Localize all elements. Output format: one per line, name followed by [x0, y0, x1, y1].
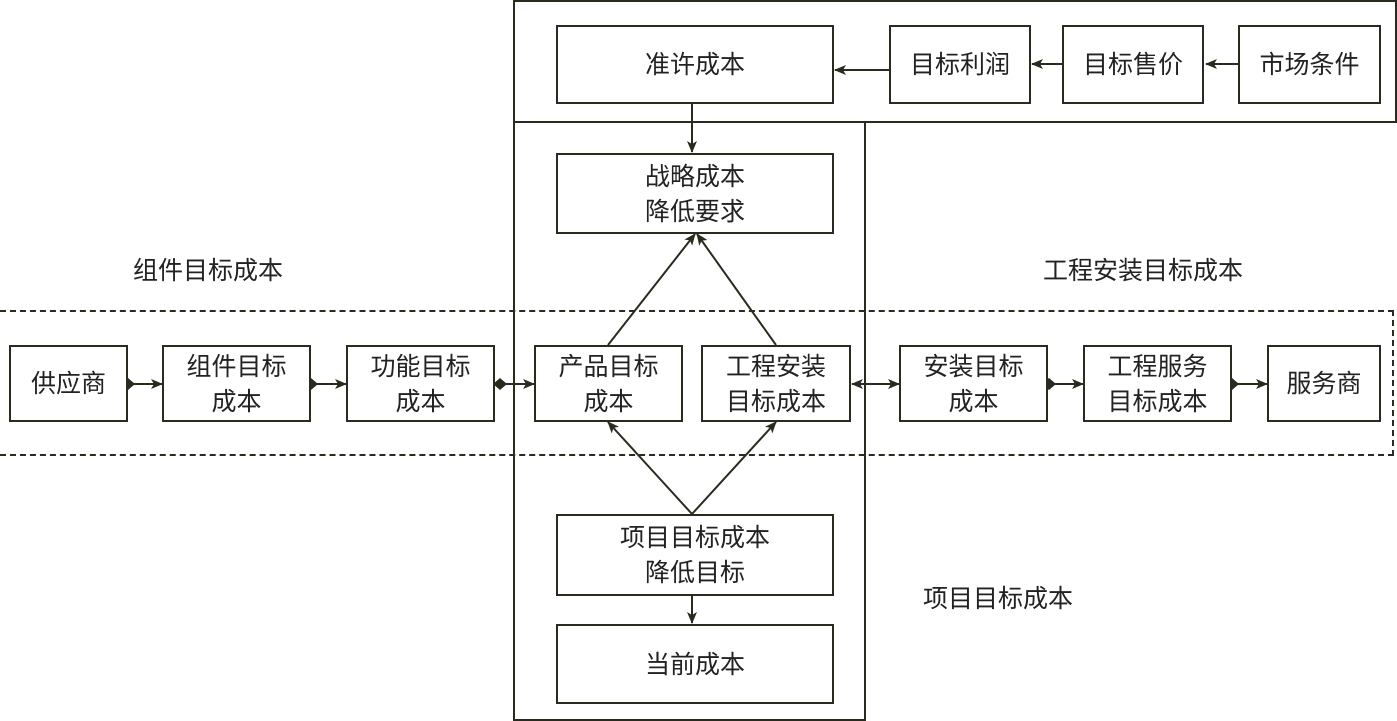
component-target-cost-box: 组件目标 成本 [162, 345, 311, 422]
arrow-project-to-engineering [691, 421, 777, 515]
project-target-cost-box: 项目目标成本 降低目标 [556, 514, 834, 596]
project-region-label: 项目目标成本 [923, 584, 1074, 613]
engineering-install-target-cost-box: 工程安装 目标成本 [701, 345, 851, 422]
strategic-cost-box: 战略成本 降低要求 [556, 153, 834, 234]
allowable-cost-box: 准许成本 [556, 25, 834, 104]
arrow-engineering-to-strategic [696, 233, 777, 346]
service-provider-box: 服务商 [1267, 345, 1381, 422]
supplier-box: 供应商 [9, 345, 128, 422]
component-region-label: 组件目标成本 [133, 256, 284, 285]
market-conditions-box: 市场条件 [1238, 25, 1381, 104]
target-cost-dashed-band [0, 310, 1394, 456]
arrow-product-to-strategic [607, 233, 696, 346]
current-cost-box: 当前成本 [556, 624, 834, 704]
install-target-cost-box: 安装目标 成本 [899, 345, 1048, 422]
product-target-cost-box: 产品目标 成本 [534, 345, 683, 422]
engineering-install-region-label: 工程安装目标成本 [1043, 256, 1244, 285]
project-frame [513, 121, 866, 721]
engineering-service-target-cost-box: 工程服务 目标成本 [1083, 345, 1232, 422]
function-target-cost-box: 功能目标 成本 [346, 345, 495, 422]
arrow-project-to-product [607, 421, 693, 515]
target-profit-box: 目标利润 [889, 25, 1031, 104]
target-price-box: 目标售价 [1062, 25, 1204, 104]
market-frame [513, 0, 1397, 123]
